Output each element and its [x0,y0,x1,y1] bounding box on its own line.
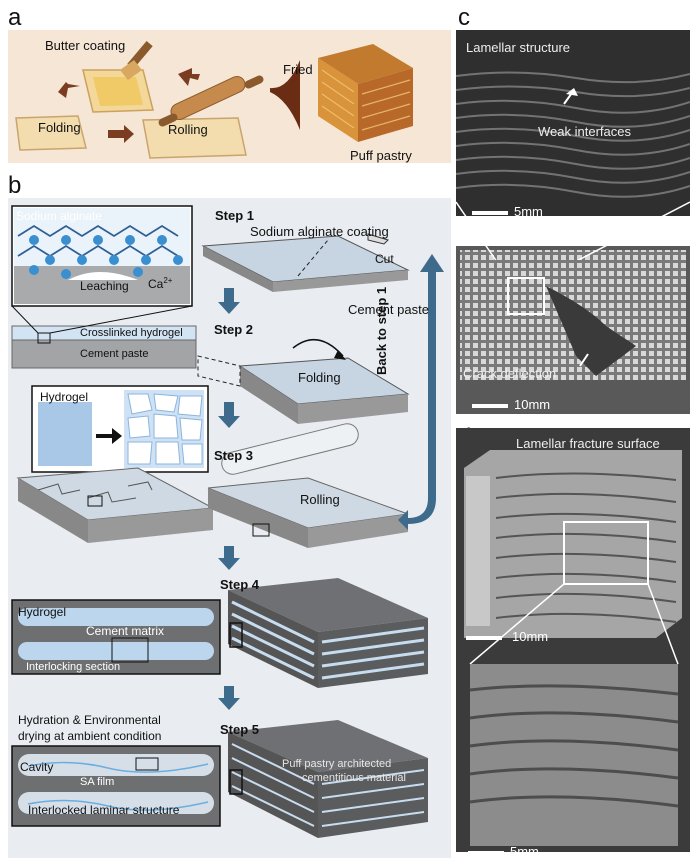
sa-coating-label: Sodium alginate coating [250,224,389,239]
panel-d-scale-bottom-label: 5mm [510,844,539,859]
step4-inset [11,599,221,675]
cut-knife-icon [367,233,389,245]
lamellar-fracture-label: Lamellar fracture surface [516,436,660,451]
process-arrows [58,68,200,143]
step2-slab [197,339,410,424]
inset-leaching-label: Leaching [80,279,129,293]
step1-label: Step 1 [215,208,255,223]
puff-pastry-cube [318,44,413,142]
puff-pastry-material-line1: Puff pastry architected [282,758,392,770]
lamellar-structure-label: Lamellar structure [466,40,571,55]
puff-pastry-material-line2: cementitious material [302,772,406,784]
crosslinked-slab [11,305,197,369]
step5-label: Step 5 [220,722,260,737]
step4-label: Step 4 [220,577,260,592]
panel-d-scale-bar-bottom [468,851,504,855]
sodium-alginate-inset [11,205,193,307]
arrow-right [108,125,134,143]
panel-b-label: b [8,172,22,199]
arrow-up-left [178,68,200,86]
panel-a-label: a [8,4,22,31]
panel-c-scale-bottom-label: 10mm [514,397,551,412]
step4-hydrogel-label: Hydrogel [18,605,67,619]
hydrogel-inset [31,385,209,473]
cement-paste-label: Cement paste [348,302,429,317]
step3-slab [16,467,215,543]
rolling-step-label: Rolling [300,492,340,507]
step-down-arrows [218,288,240,710]
panel-c-scale-bar-top [472,211,508,215]
panel-c-bottom-micrograph [456,246,690,414]
rolling-dough [142,117,247,159]
rolling-label: Rolling [168,122,208,137]
weak-interfaces-label: Weak interfaces [538,124,631,139]
panel-d-scale-bar-top [466,636,502,640]
step4-stack [228,578,428,688]
step5-stack [228,720,428,838]
folding-step-label: Folding [298,370,341,385]
step3-roll-slab [207,423,409,548]
panel-c-label: c [458,4,470,31]
step4-cement-matrix-label: Cement matrix [86,624,165,638]
crack-deflection-label: Crack deflection [463,366,557,381]
rolling-pin-icon [158,75,264,127]
folding-label: Folding [38,120,81,135]
hydration-label: Hydration & Environmental [18,713,161,727]
panel-c-top-micrograph [456,30,690,216]
drying-label: drying at ambient condition [18,729,162,743]
panel-b-illustration [11,205,444,838]
panel-d-scale-top-label: 10mm [512,629,549,644]
back-to-step1-arrow [398,268,436,530]
panel-c-scale-top-label: 5mm [514,204,543,219]
hydrogel-inset-label: Hydrogel [40,390,89,404]
back-to-step1-label: Back to step 1 [374,286,389,375]
panel-c-scale-bar-bottom [472,404,508,408]
inset-sodium-alginate-label: Sodium alginate [16,209,103,223]
cut-label: Cut [375,252,394,266]
panel-a-illustration [15,40,413,159]
brush-icon [120,40,153,80]
inset-crosslinked-label: Crosslinked hydrogel [80,327,183,339]
panel-c-zoom-lines [456,201,690,260]
puff-pastry-label: Puff pastry [350,148,412,163]
inset-cement-paste-label: Cement paste [80,348,149,360]
butter-coating-label: Butter coating [45,38,126,53]
step1-slab [201,235,410,292]
step2-label: Step 2 [214,322,254,337]
step5-inset [11,745,221,827]
folding-dough [15,115,87,151]
fried-label: Fried [283,62,313,77]
fried-wedge [270,60,300,130]
cavity-label: Cavity [20,760,54,774]
butter-coated-dough [82,69,154,113]
step3-label: Step 3 [214,448,254,463]
sa-film-label: SA film [80,776,115,788]
inset-ca-label: Ca2+ [148,276,173,291]
back-arrow-head [420,254,444,272]
interlocked-label: Interlocked laminar structure [28,803,180,817]
panel-d-micrograph [456,428,690,852]
step4-interlocking-label: Interlocking section [26,661,121,673]
arrow-down-left [58,82,80,98]
